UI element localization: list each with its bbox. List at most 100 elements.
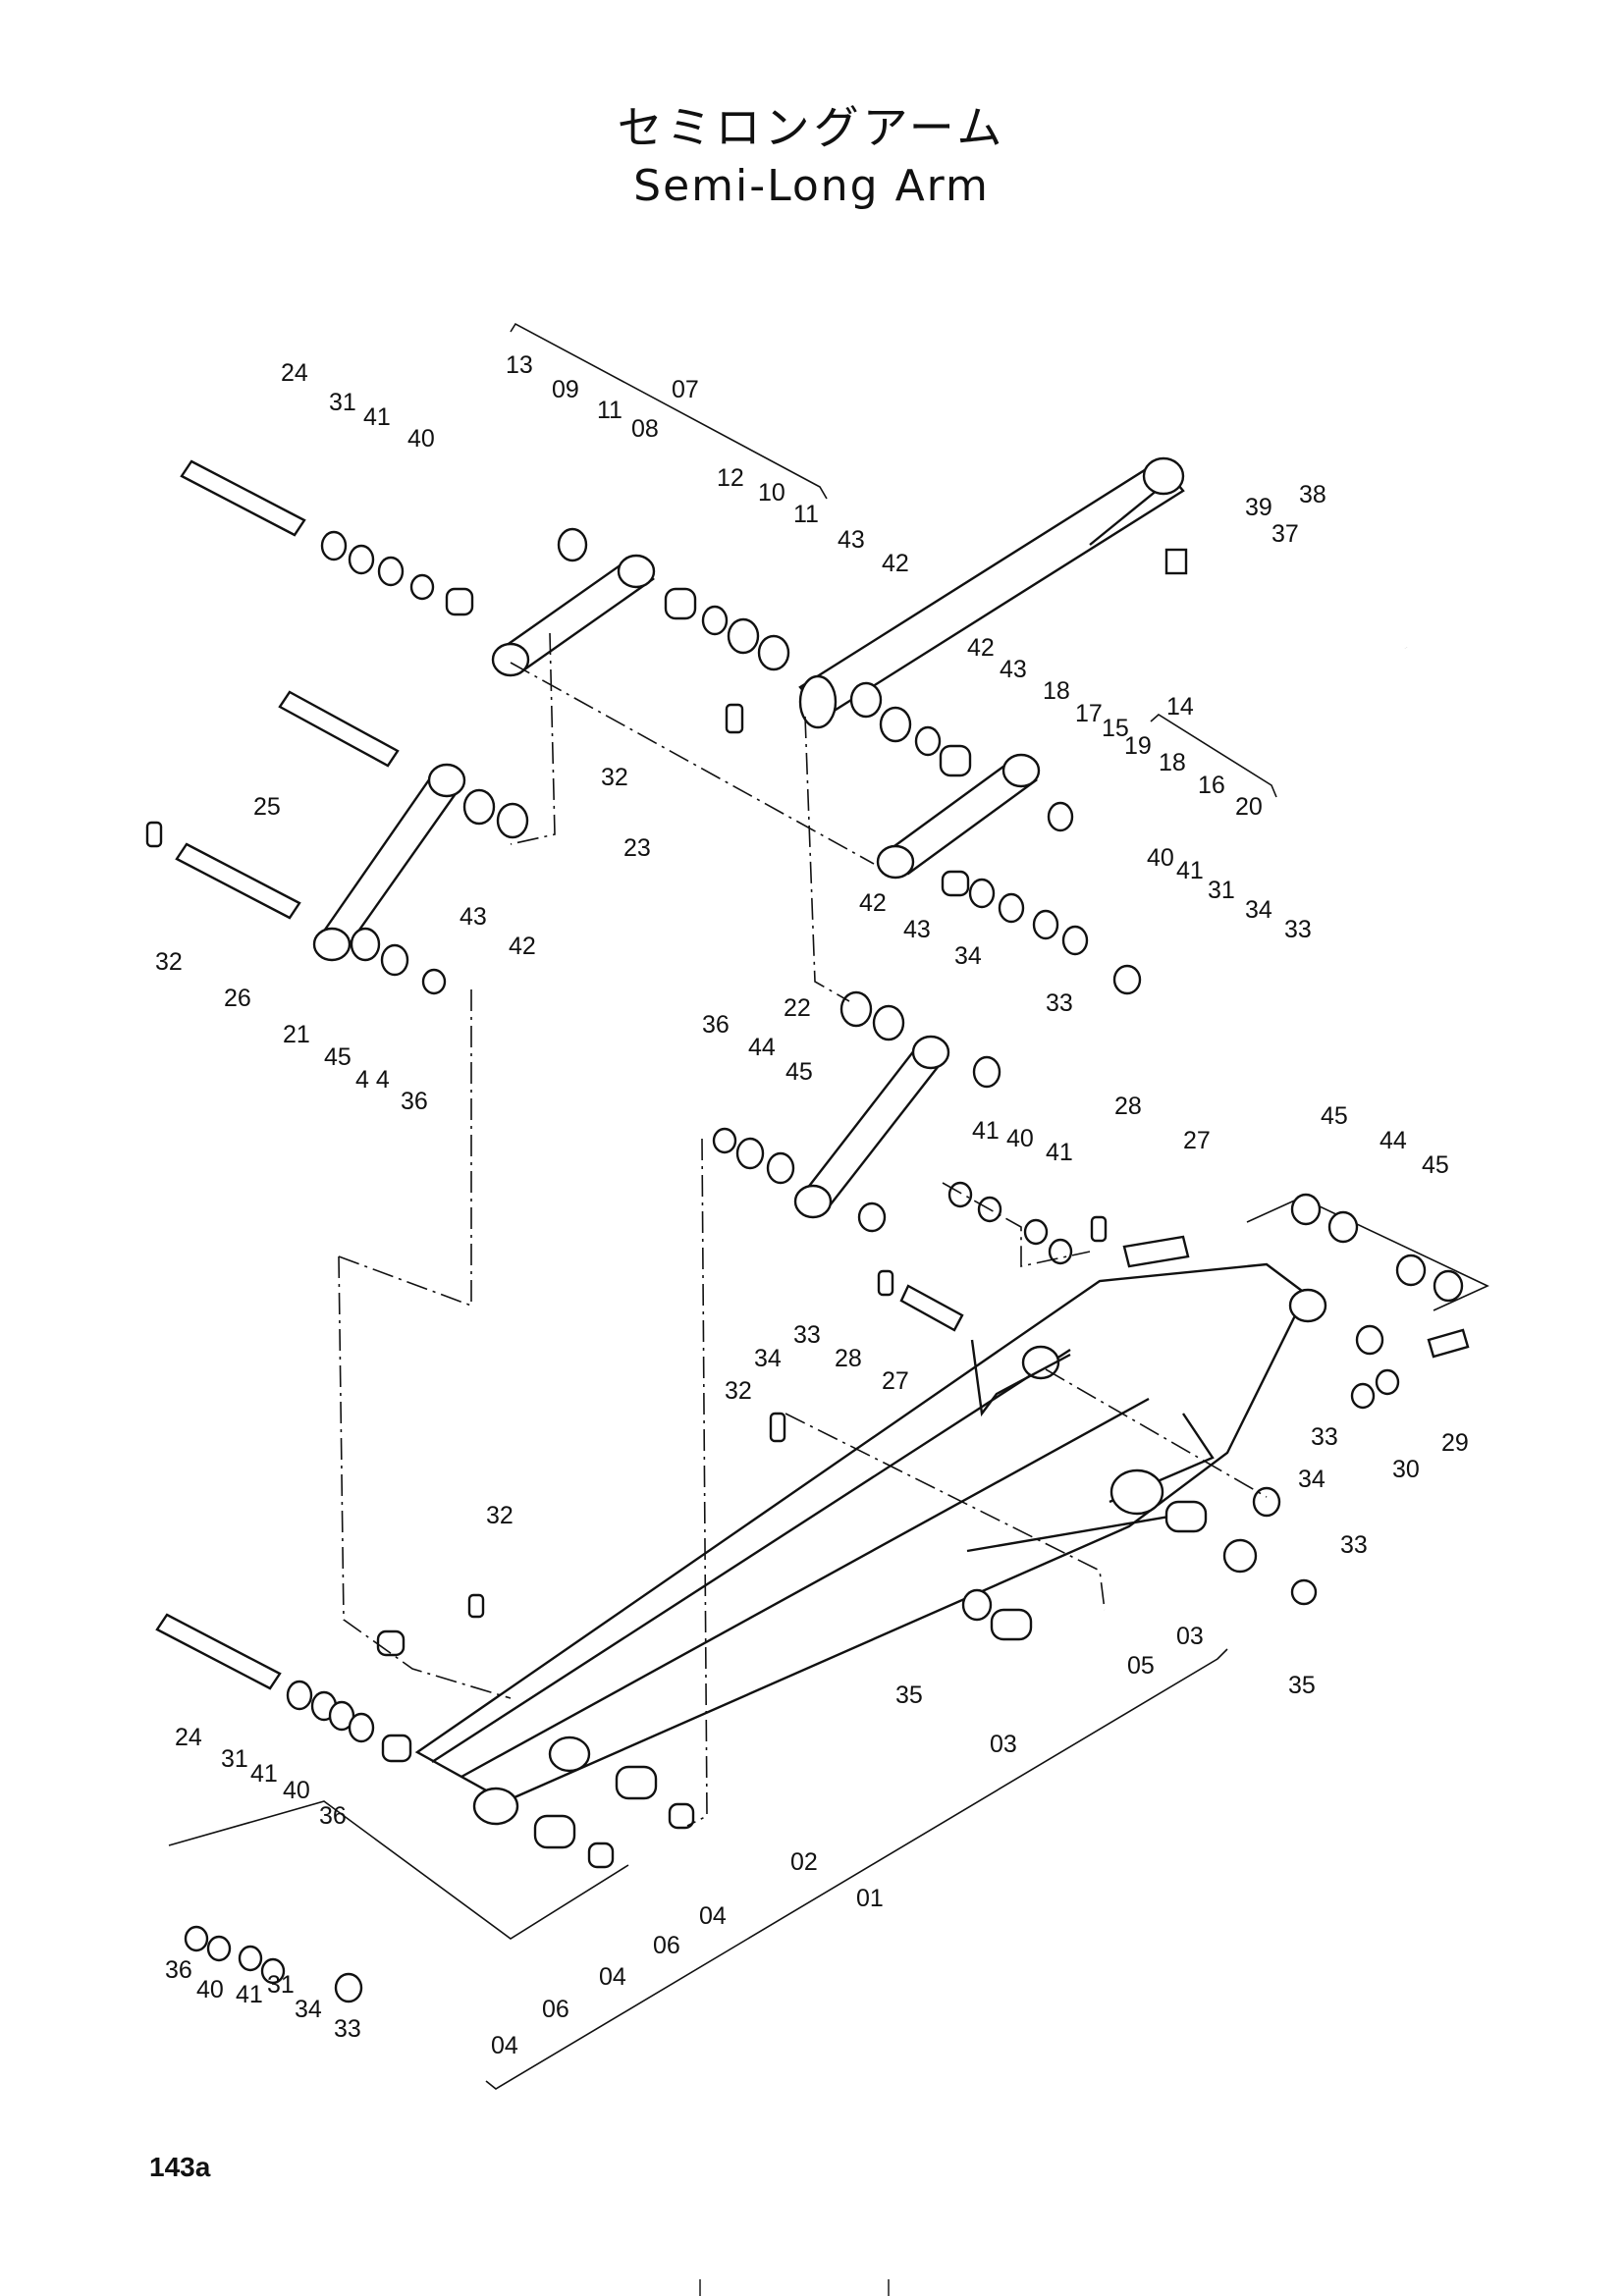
callout-30: 30 <box>1392 1456 1420 1483</box>
callout-43a: 43 <box>838 526 865 554</box>
callout-07: 07 <box>672 376 699 403</box>
callout-42a: 42 <box>882 550 909 577</box>
footer-mark <box>699 2279 890 2296</box>
callout-34b: 34 <box>954 942 982 970</box>
pins <box>155 459 1470 1690</box>
callout-34e: 34 <box>295 1996 322 2023</box>
callout-16: 16 <box>1198 772 1225 799</box>
callout-44c: 44 <box>1380 1127 1407 1154</box>
callout-11a: 11 <box>597 397 622 424</box>
bracket-01 <box>485 1648 1228 2090</box>
washers-and-bushings <box>184 527 1464 2003</box>
callout-34d: 34 <box>1298 1466 1325 1493</box>
callout-41c: 41 <box>972 1117 1000 1145</box>
callout-20: 20 <box>1235 793 1263 821</box>
link-15 <box>876 753 1041 880</box>
callout-11b: 11 <box>793 501 819 528</box>
callout-31b: 31 <box>1208 877 1235 904</box>
callout-01: 01 <box>856 1885 884 1912</box>
callout-41b: 41 <box>1176 857 1204 884</box>
callout-03b: 03 <box>990 1731 1017 1758</box>
page-title-japanese: セミロングアーム <box>617 101 1006 154</box>
callout-31a: 31 <box>329 389 356 416</box>
callout-28b: 28 <box>835 1345 862 1372</box>
callout-32c: 32 <box>725 1377 752 1405</box>
callout-40d: 40 <box>283 1777 310 1804</box>
callout-32d: 32 <box>486 1502 514 1529</box>
callout-02: 02 <box>790 1848 818 1876</box>
callout-29: 29 <box>1441 1429 1469 1457</box>
page-title-english: Semi-Long Arm <box>633 161 990 211</box>
callout-31d: 31 <box>267 1971 295 1999</box>
callout-45b: 45 <box>785 1058 813 1086</box>
callout-35a: 35 <box>895 1682 923 1709</box>
callout-24a: 24 <box>281 359 308 387</box>
callout-44b: 44 <box>748 1034 776 1061</box>
center-lines <box>338 632 1268 1827</box>
callout-36d: 36 <box>165 1956 192 1984</box>
callout-43b: 43 <box>1000 656 1027 683</box>
bracket-14 <box>1150 714 1277 798</box>
callout-43c: 43 <box>460 903 487 931</box>
title-block: セミロングアーム Semi-Long Arm <box>0 98 1623 216</box>
bracket-washers-right <box>1246 1197 1489 1311</box>
callout-38: 38 <box>1299 481 1326 508</box>
callout-27b: 27 <box>882 1367 909 1395</box>
callout-40b: 40 <box>1147 844 1174 872</box>
callout-22: 22 <box>784 994 811 1022</box>
bracket-07 <box>510 322 828 500</box>
hydraulic-cylinder <box>798 456 1185 729</box>
callout-04b: 04 <box>599 1963 626 1991</box>
callout-33c: 33 <box>793 1321 821 1349</box>
callout-44a: 4 4 <box>355 1066 390 1094</box>
bracket-washers-left <box>168 1800 629 1940</box>
callout-13: 13 <box>506 351 533 379</box>
callout-17: 17 <box>1075 700 1103 727</box>
callout-05: 05 <box>1127 1652 1155 1680</box>
callout-18b: 18 <box>1159 749 1186 776</box>
link-21 <box>312 763 466 962</box>
callout-12: 12 <box>717 464 744 492</box>
callout-18a: 18 <box>1043 677 1070 705</box>
callout-41d: 41 <box>1046 1139 1073 1166</box>
callout-28a: 28 <box>1114 1093 1142 1120</box>
callout-24b: 24 <box>175 1724 202 1751</box>
callout-32a: 32 <box>601 764 628 791</box>
callout-33e: 33 <box>1340 1531 1368 1559</box>
callout-41e: 41 <box>250 1760 278 1788</box>
callout-21: 21 <box>283 1021 310 1048</box>
callout-34c: 34 <box>754 1345 782 1372</box>
callout-41f: 41 <box>236 1981 263 2008</box>
callout-31c: 31 <box>221 1745 248 1773</box>
callout-33b: 33 <box>1046 989 1073 1017</box>
callout-04c: 04 <box>491 2032 518 2059</box>
pin-25 <box>278 690 400 768</box>
callout-36a: 36 <box>401 1088 428 1115</box>
callout-08: 08 <box>631 415 659 443</box>
callout-09: 09 <box>552 376 579 403</box>
callout-25: 25 <box>253 793 281 821</box>
callout-34a: 34 <box>1245 896 1272 924</box>
callout-36b: 36 <box>702 1011 730 1039</box>
callout-42b: 42 <box>967 634 995 662</box>
link-22 <box>793 1035 950 1219</box>
callout-15: 15 <box>1102 715 1129 742</box>
callout-45c: 45 <box>1321 1102 1348 1130</box>
callout-33a: 33 <box>1284 916 1312 943</box>
callout-26: 26 <box>224 985 251 1012</box>
page-number: 143a <box>149 2152 211 2182</box>
callout-45a: 45 <box>324 1043 352 1071</box>
callout-labels: 24 31 41 40 13 09 11 08 07 12 10 11 43 4… <box>155 351 1469 2059</box>
callout-39: 39 <box>1245 494 1272 521</box>
callout-33f: 33 <box>334 2015 361 2043</box>
pin-27-right <box>1122 1235 1190 1268</box>
pin-24-lower <box>155 1613 282 1690</box>
callout-06b: 06 <box>542 1996 569 2023</box>
callout-45d: 45 <box>1422 1151 1449 1179</box>
callout-27a: 27 <box>1183 1127 1211 1154</box>
callout-06a: 06 <box>653 1932 680 1959</box>
callout-10: 10 <box>758 479 785 507</box>
callout-40a: 40 <box>407 425 435 453</box>
callout-36c: 36 <box>319 1802 347 1830</box>
